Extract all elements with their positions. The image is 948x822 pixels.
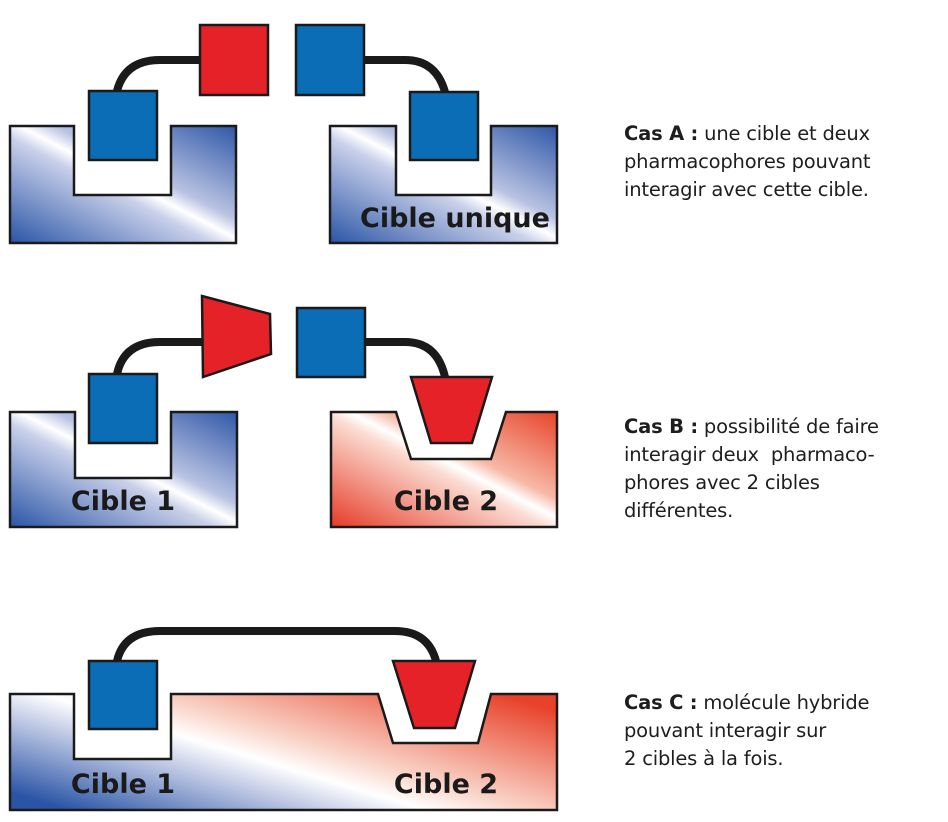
caption-text: phores avec 2 cibles (624, 471, 820, 494)
pharmacophore-blue-square (87, 372, 159, 445)
caption-heading: Cas C : (624, 691, 698, 714)
caption-case-b: Cas B : possibilité de faire interagir d… (624, 413, 879, 525)
caption-text: possibilité de faire (703, 415, 879, 438)
caption-text: une cible et deux (704, 122, 870, 145)
caption-text: 2 cibles à la fois. (624, 747, 784, 770)
linker-c (113, 627, 440, 663)
pharmacophore-blue-square (295, 306, 367, 379)
target-b-left (8, 410, 239, 529)
pharmacophore-red-square (198, 23, 270, 97)
caption-heading: Cas A : (624, 122, 699, 145)
target-a-right (328, 124, 559, 245)
pharmacophore-blue-square (87, 659, 159, 731)
caption-text: différentes. (624, 499, 734, 522)
caption-case-a: Cas A : une cible et deux pharmacophores… (624, 120, 871, 204)
pharmacophore-red-trapezoid (409, 375, 494, 445)
linker-b-left (113, 338, 203, 376)
linker-a-right (364, 56, 449, 94)
caption-text: pouvant interagir sur (624, 719, 827, 742)
target-label: Cible 2 (394, 486, 498, 517)
case-c: Cible 1 Cible 2 (8, 627, 559, 812)
pharmacophore-blue-square (408, 90, 480, 162)
target-a-left (8, 124, 238, 245)
caption-case-c: Cas C : molécule hybride pouvant interag… (624, 689, 869, 773)
caption-text: interagir deux pharmaco- (624, 443, 875, 466)
case-b: Cible 1 Cible 2 (8, 294, 559, 529)
caption-heading: Cas B : (624, 415, 698, 438)
target-b-right (329, 410, 559, 529)
caption-text: interagir avec cette cible. (624, 178, 869, 201)
pharmacophore-red-trapezoid (391, 659, 477, 730)
pharmacophore-blue-square (87, 89, 159, 162)
target-label: Cible 1 (71, 769, 175, 800)
target-label: Cible 1 (71, 486, 175, 517)
case-a: Cible unique (8, 23, 559, 245)
pharmacophore-blue-square (294, 23, 366, 97)
linker-b-right (365, 338, 449, 379)
pharmacophore-red-trapezoid (200, 294, 273, 379)
target-label: Cible unique (360, 203, 550, 234)
caption-text: pharmacophores pouvant (624, 150, 871, 173)
linker-a-left (113, 56, 200, 93)
target-hybrid (8, 692, 559, 812)
target-label: Cible 2 (394, 769, 498, 800)
caption-text: molécule hybride (703, 691, 870, 714)
